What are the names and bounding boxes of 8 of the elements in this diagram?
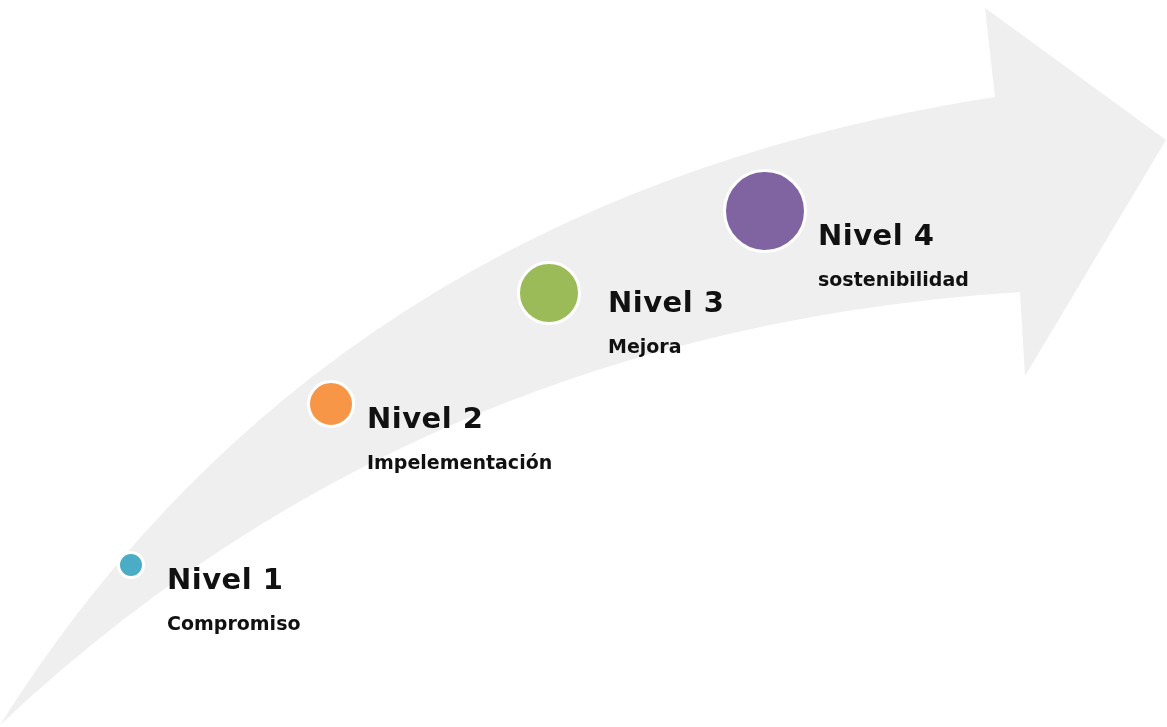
level-description: Mejora: [608, 335, 682, 357]
level-description: Compromiso: [167, 612, 301, 634]
level-title: Nivel 1: [167, 562, 284, 596]
level-description: Impelementación: [367, 451, 553, 473]
level-title: Nivel 4: [818, 218, 935, 252]
level-title: Nivel 2: [367, 401, 484, 435]
level-title: Nivel 3: [608, 285, 725, 319]
level-description: sostenibilidad: [818, 268, 969, 290]
